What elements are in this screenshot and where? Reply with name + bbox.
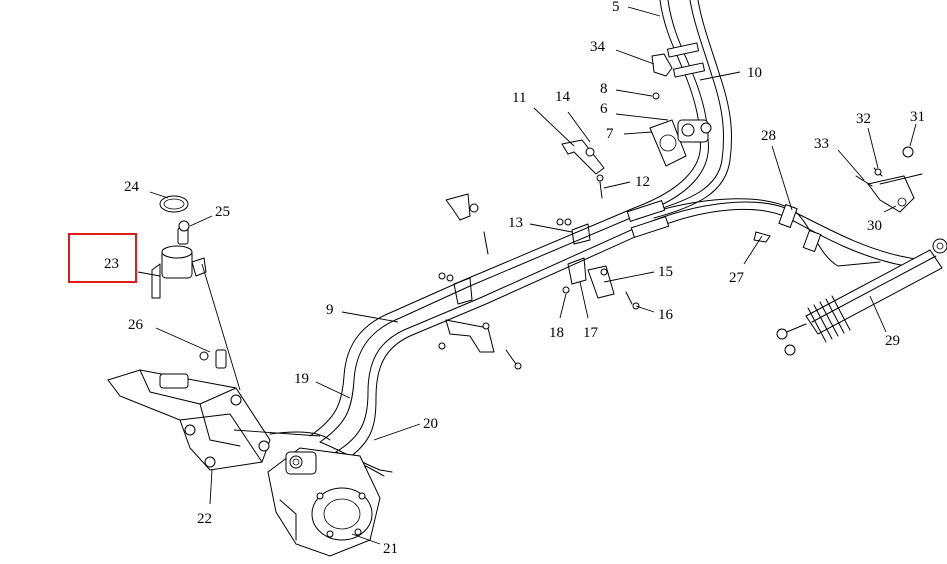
- callout-26: 26: [128, 317, 144, 333]
- callout-16: 16: [658, 307, 674, 323]
- reservoir-assembly: [151, 195, 207, 299]
- callout-33: 33: [814, 136, 829, 152]
- callout-7: 7: [606, 126, 614, 142]
- callout-28: 28: [761, 128, 776, 144]
- callout-17: 17: [583, 325, 599, 341]
- highlight-box-23: [68, 233, 137, 283]
- callout-19: 19: [294, 371, 309, 387]
- callout-11: 11: [512, 90, 526, 106]
- callout-6: 6: [600, 101, 608, 117]
- steering-cylinder: [776, 238, 947, 356]
- callout-31: 31: [910, 109, 925, 125]
- callout-18: 18: [549, 325, 564, 341]
- callout-27: 27: [729, 270, 745, 286]
- callout-34: 34: [590, 39, 606, 55]
- callout-20: 20: [423, 416, 438, 432]
- callout-25: 25: [215, 204, 230, 220]
- callout-8: 8: [600, 81, 608, 97]
- tie-rod-bracket: [855, 146, 923, 213]
- callout-5: 5: [612, 0, 620, 15]
- callout-24: 24: [124, 179, 140, 195]
- leader-lines: [137, 6, 917, 545]
- callout-12: 12: [635, 174, 650, 190]
- mounting-brackets: [438, 139, 771, 370]
- callout-9: 9: [326, 302, 334, 318]
- hydraulic-lines: [269, 0, 931, 477]
- valve-assembly: [649, 53, 712, 167]
- callout-22: 22: [197, 511, 212, 527]
- callout-30: 30: [867, 218, 882, 234]
- callout-14: 14: [555, 89, 571, 105]
- pump-mount-bracket: [107, 349, 271, 471]
- callout-10: 10: [747, 65, 762, 81]
- hydraulic-pump: [267, 447, 381, 557]
- callout-15: 15: [658, 264, 673, 280]
- callout-32: 32: [856, 111, 871, 127]
- callout-21: 21: [383, 541, 398, 557]
- callout-13: 13: [508, 215, 523, 231]
- callout-23: 23: [104, 256, 119, 272]
- line-clamps: [626, 42, 822, 253]
- callout-labels: 5 34 10 8 11 14 6 7 12 28 32 31 33 30 24…: [104, 0, 925, 557]
- callout-29: 29: [885, 333, 900, 349]
